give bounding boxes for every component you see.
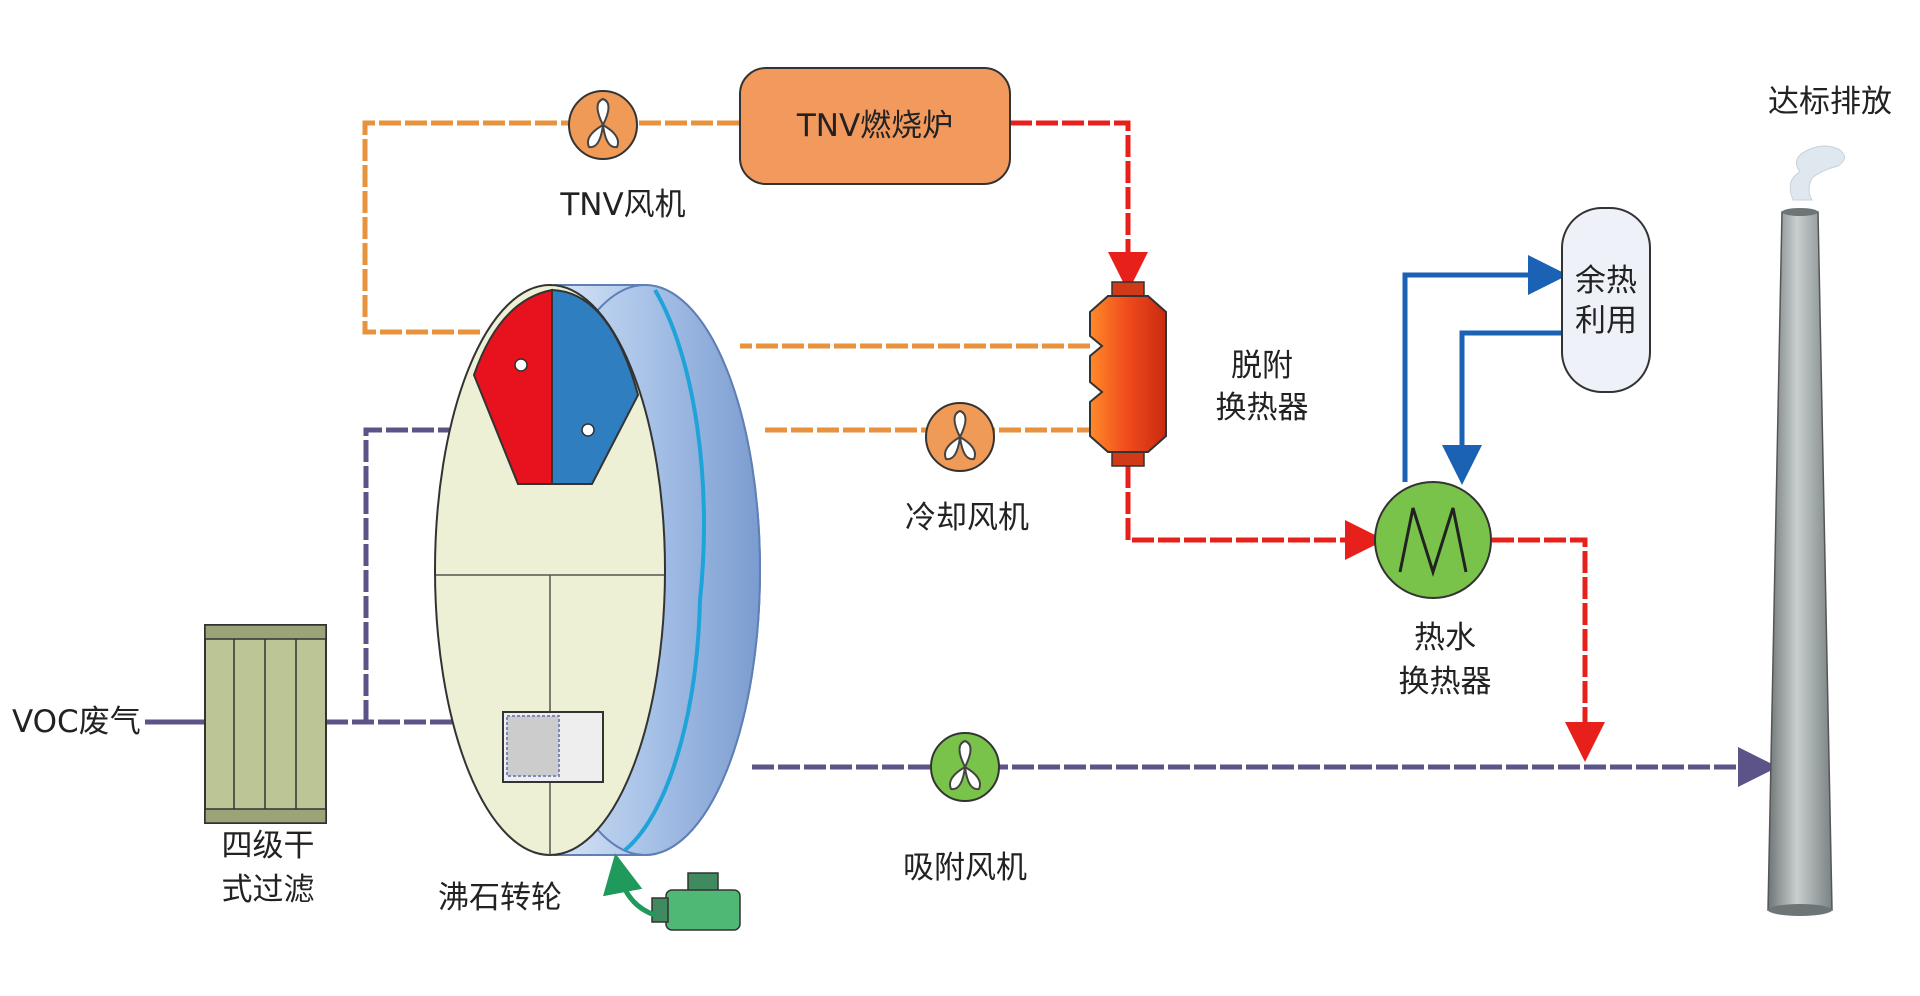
exhaust-stack: [1767, 211, 1833, 911]
filter-label-line1: 四级干: [222, 828, 315, 864]
adsorb-fan-label: 吸附风机: [903, 850, 1027, 886]
rotor-drive-motor: [651, 872, 741, 931]
desorption-port: [514, 358, 528, 372]
waste-heat-label-line2: 利用: [1575, 303, 1637, 339]
four-stage-filter: [204, 624, 327, 824]
rotor-cooling-zone: [551, 288, 640, 485]
hot-water-hx-label-line2: 换热器: [1399, 664, 1492, 700]
rotor-desorption-zone: [472, 288, 553, 485]
waste-heat-label-line1: 余热: [1575, 263, 1637, 299]
pipe-water-return: [1442, 330, 1562, 485]
pipe-hx-to-hotwater: [1125, 466, 1385, 560]
desorb-hx-label-line1: 脱附: [1231, 348, 1293, 384]
cooling-fan-label: 冷却风机: [905, 500, 1029, 536]
hot-water-hx-label-line1: 热水: [1414, 620, 1476, 656]
pipe-water-supply: [1402, 255, 1568, 482]
tnv-fan-label: TNV风机: [559, 187, 685, 223]
pipe-furnace-to-hx: [1010, 120, 1148, 292]
cooling-port: [581, 423, 595, 437]
pipe-hotwater-to-exhaust: [1492, 537, 1605, 762]
rotor-rim-highlight: [623, 288, 706, 852]
filter-label-line2: 式过滤: [222, 872, 315, 908]
waste-heat-utilization: [1561, 207, 1651, 393]
desorption-heat-exchanger: [1089, 281, 1167, 467]
discharge-label: 达标排放: [1768, 84, 1892, 120]
adsorption-fan: [930, 732, 1000, 802]
hot-water-heat-exchanger: [1374, 481, 1492, 599]
tnv-fan: [568, 90, 638, 160]
fan-blade-icon: [587, 97, 619, 149]
tnv-furnace-label: TNV燃烧炉: [796, 108, 953, 144]
desorb-hx-label-line2: 换热器: [1216, 390, 1309, 426]
cooling-fan: [925, 402, 995, 472]
pipe-desorb-outlet: [362, 120, 740, 335]
voc-inlet-label: VOC废气: [12, 704, 141, 740]
rotation-arrow-icon: [603, 853, 656, 918]
fan-blade-icon: [944, 409, 976, 461]
smoke-icon: [1789, 145, 1845, 201]
fan-blade-icon: [949, 739, 981, 791]
tnv-furnace: [739, 67, 1011, 185]
zeolite-rotor-label: 沸石转轮: [438, 880, 562, 916]
coil-icon: [1398, 507, 1468, 578]
